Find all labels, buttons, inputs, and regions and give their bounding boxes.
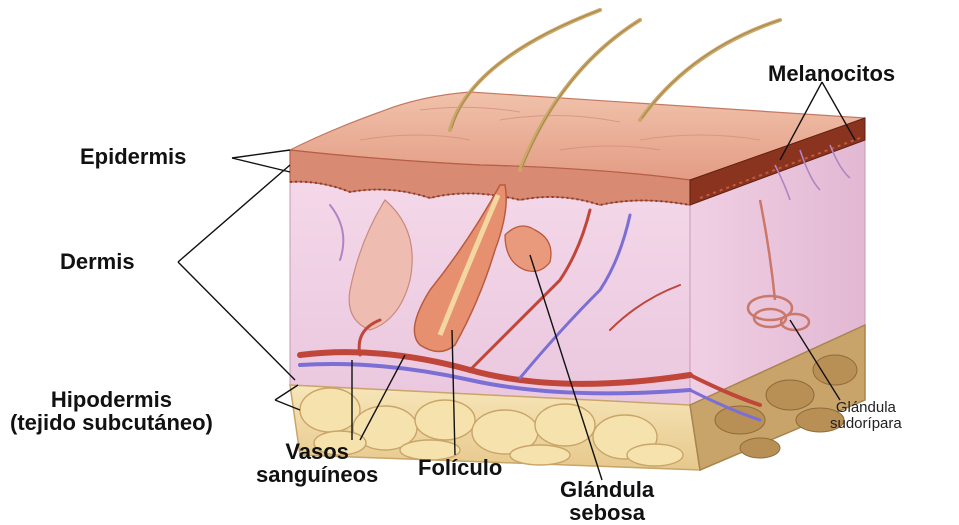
label-sudoripara-line2: sudorípara	[830, 416, 902, 432]
label-hipodermis-line2: (tejido subcutáneo)	[10, 411, 213, 434]
label-sebosa-line1: Glándula	[560, 478, 654, 501]
label-vasos-line1: Vasos	[256, 440, 378, 463]
label-vasos: Vasos sanguíneos	[256, 440, 378, 486]
label-epidermis: Epidermis	[80, 145, 186, 168]
label-foliculo: Folículo	[418, 456, 502, 479]
label-vasos-line2: sanguíneos	[256, 463, 378, 486]
label-sudoripara-line1: Glándula	[830, 400, 902, 416]
label-hipodermis: Hipodermis (tejido subcutáneo)	[10, 388, 213, 434]
label-glandula-sudoripara: Glándula sudorípara	[830, 400, 902, 432]
label-hipodermis-line1: Hipodermis	[10, 388, 213, 411]
label-dermis: Dermis	[60, 250, 135, 273]
label-sebosa-line2: sebosa	[560, 501, 654, 524]
label-glandula-sebosa: Glándula sebosa	[560, 478, 654, 524]
label-melanocitos: Melanocitos	[768, 62, 895, 85]
